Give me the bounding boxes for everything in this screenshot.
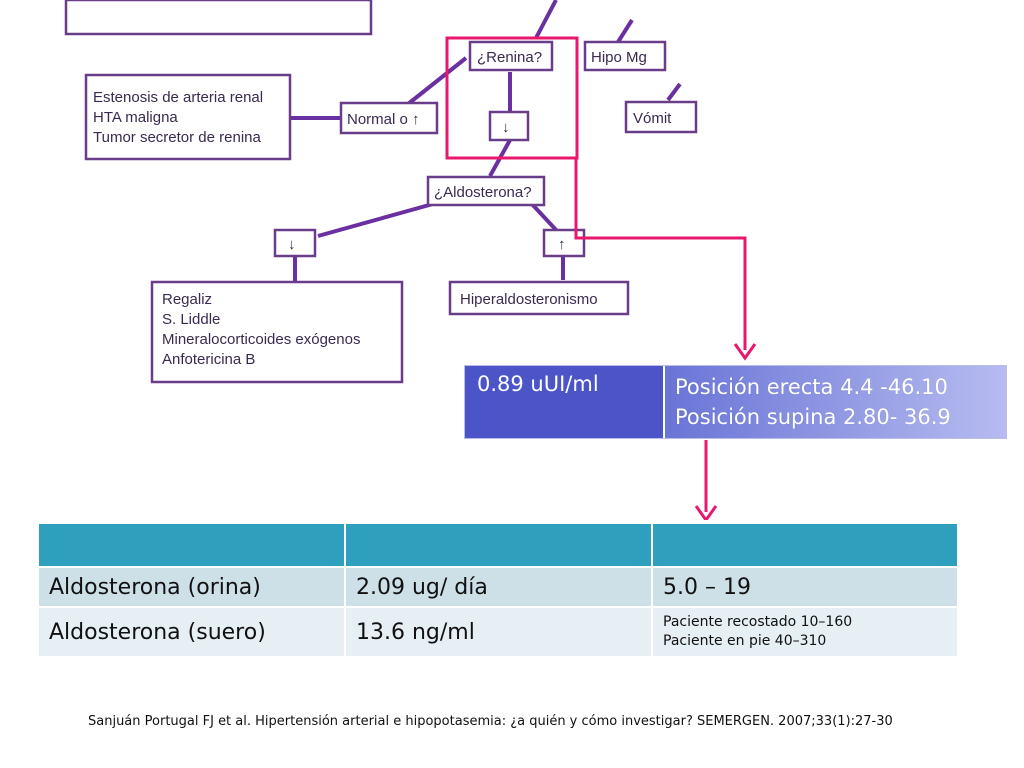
- vomitos-text: Vómit: [633, 110, 672, 127]
- table-header-cell: [37, 522, 346, 568]
- result-to-table-arrow: [694, 440, 718, 520]
- table-header-cell: [651, 522, 959, 568]
- regaliz-box: Regaliz S. Liddle Mineralocorticoides ex…: [150, 280, 404, 384]
- regaliz-line-2: S. Liddle: [162, 311, 220, 328]
- aldo-urine-ref: 5.0 – 19: [651, 566, 959, 608]
- table-header-row: [37, 522, 959, 568]
- renin-ref-supina: Posición supina 2.80- 36.9: [675, 405, 951, 429]
- estenosis-line-1: Estenosis de arteria renal: [93, 89, 263, 106]
- renina-box: ¿Renina?: [468, 40, 554, 72]
- renin-ref-erecta: Posición erecta 4.4 -46.10: [675, 375, 948, 399]
- normal-up-text: Normal o ↑: [347, 111, 420, 128]
- diagnostic-flowchart: Estenosis de arteria renal HTA maligna T…: [64, 0, 757, 520]
- hiperaldosteronismo-text: Hiperaldosteronismo: [460, 291, 598, 308]
- arrow-down-icon-2: [694, 505, 718, 520]
- aldo-down-box: ↓: [273, 228, 317, 258]
- aldo-up-arrow: ↑: [558, 236, 566, 253]
- hiperaldosteronismo-box: Hiperaldosteronismo: [448, 280, 630, 316]
- aldo-serum-ref: Paciente recostado 10–160 Paciente en pi…: [651, 606, 959, 658]
- estenosis-box: Estenosis de arteria renal HTA maligna T…: [84, 73, 292, 161]
- flow-connectors: [290, 0, 682, 282]
- normal-up-box: Normal o ↑: [339, 101, 439, 135]
- regaliz-line-4: Anfotericina B: [162, 351, 255, 368]
- renina-highlight: [445, 36, 757, 361]
- aldo-serum-test: Aldosterona (suero): [37, 606, 346, 658]
- renin-value: 0.89 uUI/ml: [465, 366, 665, 438]
- estenosis-line-3: Tumor secretor de renina: [93, 129, 262, 146]
- vomitos-box-partial: Vómit: [624, 100, 698, 134]
- aldo-serum-ref-line-2: Paciente en pie 40–310: [663, 633, 827, 649]
- aldo-serum-value: 13.6 ng/ml: [344, 606, 653, 658]
- table-header-cell: [344, 522, 653, 568]
- regaliz-line-1: Regaliz: [162, 291, 212, 308]
- hipo-mg-box: Hipo Mg: [583, 40, 667, 72]
- citation: Sanjuán Portugal FJ et al. Hipertensión …: [88, 714, 893, 729]
- aldo-urine-value: 2.09 ug/ día: [344, 566, 653, 608]
- renina-text: ¿Renina?: [477, 49, 542, 66]
- renin-result-table: 0.89 uUI/ml Posición erecta 4.4 -46.10 P…: [464, 365, 1007, 439]
- table-row: Aldosterona (orina) 2.09 ug/ día 5.0 – 1…: [37, 566, 959, 608]
- aldosterona-text: ¿Aldosterona?: [434, 184, 532, 201]
- top-box-partial: [64, 0, 373, 36]
- renin-reference: Posición erecta 4.4 -46.10 Posición supi…: [665, 366, 1006, 438]
- aldo-urine-test: Aldosterona (orina): [37, 566, 346, 608]
- arrow-down-icon: [733, 343, 757, 361]
- regaliz-line-3: Mineralocorticoides exógenos: [162, 331, 360, 348]
- table-row: Aldosterona (suero) 13.6 ng/ml Paciente …: [37, 606, 959, 658]
- aldosterona-box: ¿Aldosterona?: [426, 175, 546, 207]
- aldo-up-box: ↑: [542, 228, 586, 258]
- aldosterone-table: Aldosterona (orina) 2.09 ug/ día 5.0 – 1…: [37, 522, 959, 658]
- aldo-down-arrow: ↓: [288, 236, 296, 253]
- estenosis-line-2: HTA maligna: [93, 109, 178, 126]
- renina-down-arrow: ↓: [502, 119, 510, 136]
- hipo-mg-text: Hipo Mg: [591, 49, 647, 66]
- renina-down-box: ↓: [488, 110, 530, 142]
- aldo-serum-ref-line-1: Paciente recostado 10–160: [663, 614, 853, 630]
